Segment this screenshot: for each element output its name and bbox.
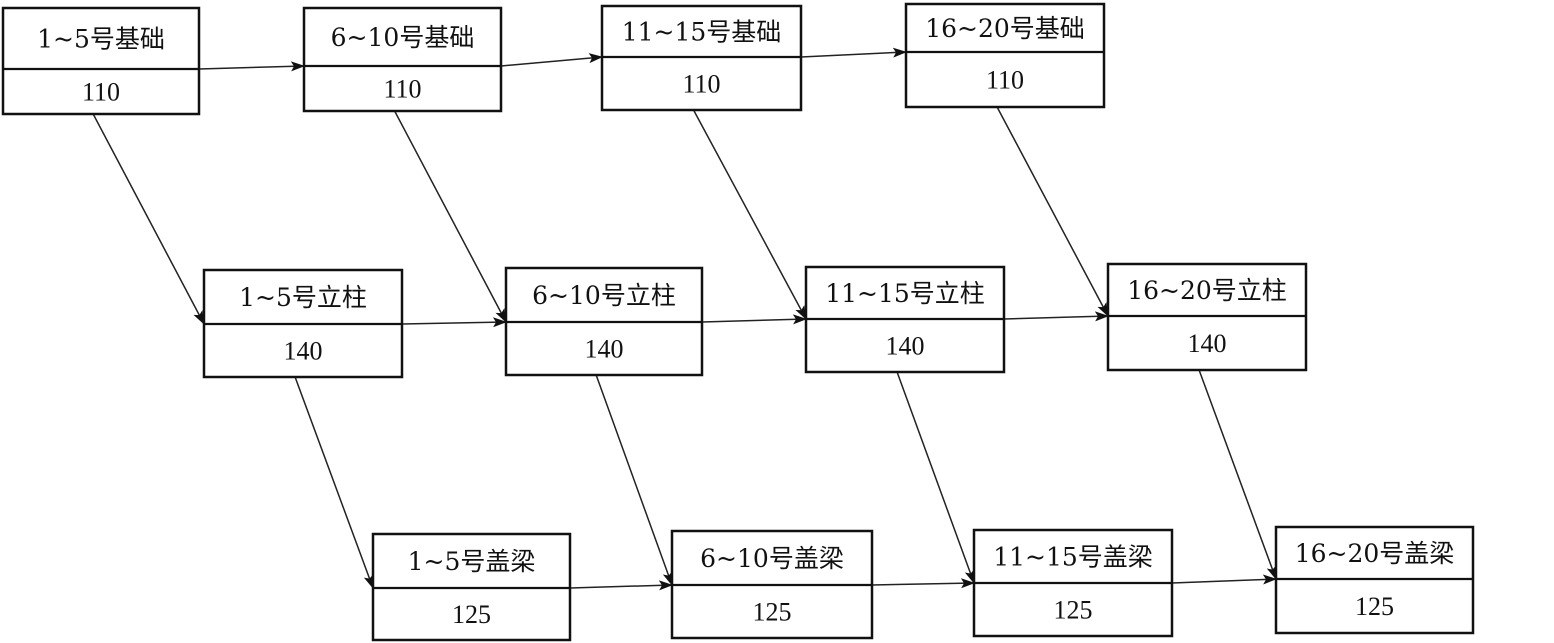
sequence-arrow [1003,311,1109,322]
activity-name: 1~5号基础 [37,25,165,54]
activity-name: 1~5号盖梁 [408,547,536,576]
activity-node-foundation-4: 16~20号基础 110 [904,2,1106,109]
activity-node-capbeam-4: 16~20号盖梁 125 [1274,525,1475,635]
activity-duration: 140 [1188,329,1227,358]
dependency-arrow [393,110,507,323]
sequence-arrow [800,47,907,58]
activity-node-capbeam-2: 6~10号盖梁 125 [670,529,874,640]
dependency-arrows [92,47,1277,591]
dependency-arrow [896,371,975,584]
activity-node-column-3: 11~15号立柱 140 [804,265,1006,374]
activity-name: 6~10号盖梁 [700,544,844,573]
activity-duration: 140 [284,337,323,366]
dependency-arrow [92,113,205,325]
activity-duration: 110 [986,66,1024,95]
activity-name: 6~10号立柱 [532,281,676,310]
dependency-arrow [1198,369,1277,580]
activity-name: 16~20号基础 [925,14,1085,43]
activity-duration: 110 [82,78,120,107]
sequence-arrow [401,317,507,328]
activity-name: 11~15号盖梁 [993,543,1153,572]
activity-name: 1~5号立柱 [239,283,367,312]
activity-node-column-2: 6~10号立柱 140 [504,266,704,377]
activity-box [904,2,1106,109]
activity-node-capbeam-3: 11~15号盖梁 125 [972,528,1174,638]
activity-duration: 110 [682,70,720,99]
activity-duration: 110 [383,75,421,104]
sequence-arrow [1171,574,1277,585]
dependency-arrow [595,374,673,586]
activity-node-foundation-2: 6~10号基础 110 [302,6,503,113]
activity-node-column-4: 16~20号立柱 140 [1106,262,1308,372]
activity-box [302,6,503,113]
activity-duration: 125 [1054,596,1093,625]
activity-duration: 140 [886,332,925,361]
activity-name: 11~15号基础 [622,18,782,47]
activity-node-column-1: 1~5号立柱 140 [202,268,404,379]
activity-name: 16~20号立柱 [1127,276,1287,305]
activity-name: 11~15号立柱 [825,279,985,308]
sequence-arrow [569,580,673,591]
activity-duration: 125 [1355,592,1394,621]
activity-name: 16~20号盖梁 [1295,539,1455,568]
activity-node-foundation-3: 11~15号基础 110 [600,4,803,112]
sequence-arrow [198,61,305,72]
dependency-arrow [996,106,1109,317]
activity-duration: 140 [585,335,624,364]
activity-duration: 125 [753,598,792,627]
sequence-arrow [500,53,603,67]
sequence-arrow [871,578,975,589]
activity-box [1,6,201,116]
dependency-arrow [294,376,374,589]
dependency-arrow [692,109,807,320]
activity-nodes: 1~5号基础 110 6~10号基础 110 11~15号基础 110 16~20号基础 11… [1,2,1475,642]
sequence-arrow [701,314,807,325]
activity-duration: 125 [452,600,491,629]
activity-name: 6~10号基础 [331,23,475,52]
activity-node-capbeam-1: 1~5号盖梁 125 [371,532,572,642]
activity-node-foundation-1: 1~5号基础 110 [1,6,201,116]
